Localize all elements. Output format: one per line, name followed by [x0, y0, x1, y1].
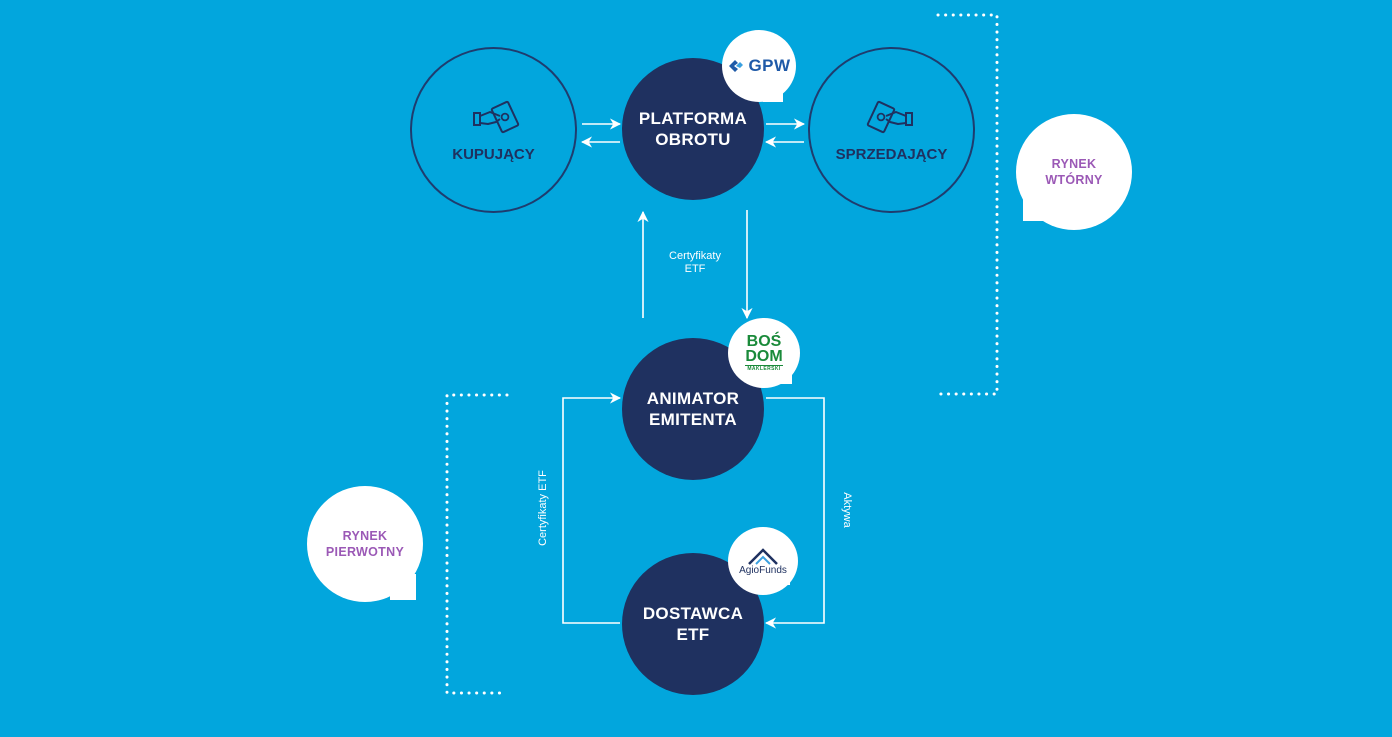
secondary-market-bracket — [936, 13, 999, 396]
secondary-market-label: RYNEK WTÓRNY — [1045, 157, 1103, 187]
agio-badge: AgioFunds — [728, 527, 798, 595]
edge-label-provider-animator-left: Certyfikaty ETF — [537, 470, 549, 546]
secondary-market-bubble: RYNEK WTÓRNY — [1016, 114, 1132, 230]
buyer-label: KUPUJĄCY — [452, 145, 535, 163]
buyer-circle: KUPUJĄCY — [410, 47, 577, 213]
seller-circle: SPRZEDAJĄCY — [808, 47, 975, 213]
seller-label: SPRZEDAJĄCY — [835, 145, 948, 163]
edge-label-provider-animator-right: Aktywa — [841, 492, 853, 528]
gpw-logo-icon — [729, 60, 744, 72]
gpw-badge: GPW — [722, 30, 796, 102]
agio-roof-icon — [748, 547, 778, 565]
provider-label: DOSTAWCA ETF — [642, 604, 744, 644]
bos-logo-middle: DOM — [745, 348, 783, 366]
agio-logo-text: AgioFunds — [739, 564, 787, 576]
animator-label: ANIMATOR EMITENTA — [646, 389, 740, 429]
primary-market-bracket — [445, 393, 509, 695]
bos-logo-top: BOŚ — [746, 333, 782, 350]
bos-badge: BOŚ DOM MAKLERSKI — [728, 318, 800, 388]
arrow-animator-to-provider-right — [764, 397, 825, 629]
platform-label: PLATFORMA OBROTU — [638, 109, 748, 149]
handshake-money-icon — [866, 100, 913, 133]
primary-market-label: RYNEK PIERWOTNY — [325, 529, 405, 559]
primary-market-bubble: RYNEK PIERWOTNY — [307, 486, 423, 602]
bos-logo-bottom: MAKLERSKI — [747, 366, 781, 372]
edge-label-platform-animator: Certyfikaty ETF — [669, 250, 721, 275]
arrow-provider-to-animator-left — [562, 392, 622, 624]
animator-node: ANIMATOR EMITENTA — [622, 338, 764, 480]
gpw-logo-text: GPW — [748, 56, 791, 75]
handshake-money-icon — [472, 100, 519, 133]
